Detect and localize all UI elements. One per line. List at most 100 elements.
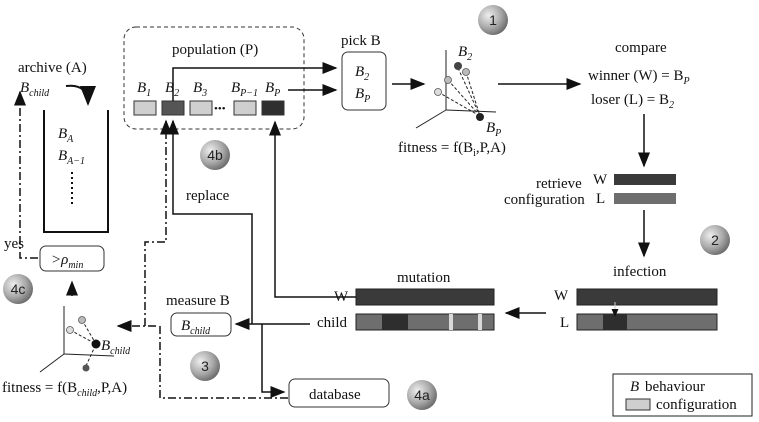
measure-title: measure B [166,293,230,309]
compare-loser: loser (L) = B2 [591,92,674,111]
novelty-point-child [91,339,101,349]
legend-b-symbol: B [630,379,639,395]
novelty-point-b [66,326,74,334]
infection-loser-bar [576,313,718,331]
arrow-replace [167,119,253,324]
archive-title: archive (A) [18,60,87,76]
population: population (P) B1 B2 B3 BP−1 BP ••• [123,26,305,130]
step-badge-2: 2 [700,225,730,255]
threshold-box [39,245,105,272]
population-cell-2 [161,100,185,116]
novelty-axis-x [39,353,65,373]
retrieve-loser-bar [614,193,676,204]
population-cell-p [261,100,285,116]
archive-entry-a: BA [58,126,74,145]
mutation-winner-bar [355,288,495,306]
step-circle-3 [190,351,220,381]
step-badge-4c: 4c [3,274,33,304]
novelty-axis-y [63,353,115,357]
tournament-plot: B2 BP fitness = f(Bi,P,A) [398,44,506,159]
compare-winner: winner (W) = BP [588,68,690,87]
measure: measure B Bchild [166,293,232,337]
step-label-4a: 4a [414,387,430,403]
archive-container [43,110,109,233]
population-cell-label-2: B2 [165,80,179,99]
threshold-yes: yes [4,236,24,252]
population-cell-label-p1: BP−1 [231,80,258,99]
tournament-axis-x [415,109,447,129]
pick-item-2: BP [355,86,370,105]
population-boundary [123,26,305,130]
database-box [288,378,390,408]
compare: compare winner (W) = BP loser (L) = B2 [588,40,690,111]
population-cell-label-3: B3 [193,80,207,99]
infection-transfer-segment [603,314,627,330]
tournament-link-4 [465,71,481,117]
tournament-point-b2 [454,62,462,70]
tournament-point-c [434,88,442,96]
tournament-point-bp [476,113,484,121]
novelty-label-bchild: Bchild [101,338,131,357]
population-title: population (P) [172,42,258,58]
step-badge-4b: 4b [200,140,230,170]
step-label-4b: 4b [207,147,223,163]
tournament-point-b [444,76,452,84]
infection-w-label: W [554,288,569,304]
population-cell-label-p: BP [265,80,280,99]
arrow-to-database [261,324,286,398]
infection-l-label: L [560,315,569,331]
novelty-point-c [82,364,90,372]
infection-winner-bar [576,288,718,306]
tournament-fitness: fitness = f(Bi,P,A) [398,140,506,159]
tournament-axis-y [445,109,497,113]
archive-insert-arrow [65,84,96,106]
tournament-link-1 [457,67,481,117]
population-ellipsis: ••• [214,103,226,115]
step-badge-1: 1 [478,5,508,35]
archive-bchild: Bchild [20,80,50,99]
step-label-4c: 4c [11,281,26,297]
step-circle-4c [3,274,33,304]
pick-item-1: B2 [355,64,369,83]
mutation-title: mutation [397,270,451,286]
tournament-label-b2: B2 [458,44,472,63]
threshold: yes >ρmin [4,236,105,272]
measure-bchild: Bchild [181,318,211,337]
tournament-link-2 [437,91,481,117]
step-label-1: 1 [489,12,497,28]
novelty-point-a [78,316,86,324]
step-label-3: 3 [201,358,209,374]
path-novelty-to-database [159,326,289,399]
compare-title: compare [615,40,667,56]
infection-title: infection [613,264,667,280]
mutation-mutated-gene-2 [478,314,482,330]
replace-label: replace [186,188,230,204]
archive-entry-a1: BA−1 [58,148,85,167]
step-badge-3: 3 [190,351,220,381]
mutation-inherited-segment [382,314,408,330]
retrieve-w-label: W [593,172,608,188]
pick-box [341,51,387,111]
legend-b-text: behaviour [645,379,705,395]
step-badge-4a: 4a [407,380,437,410]
measure-box [170,312,232,337]
archive: archive (A) Bchild BA BA−1 [18,60,109,233]
arrow-pick-b2 [172,62,338,101]
mutation: mutation W child [317,270,495,331]
legend-config-swatch [625,398,651,411]
population-cell-1 [133,100,157,116]
mutation-child-label: child [317,315,347,331]
pick-b: pick B B2 BP [341,33,387,111]
step-circle-2 [700,225,730,255]
arrow-winner-retained [269,120,356,298]
population-cell-p1 [233,100,257,116]
population-cell-3 [189,100,213,116]
retrieve-l-label: L [596,191,605,207]
pick-title: pick B [341,33,381,49]
retrieve-line1: retrieve [536,176,582,192]
population-cell-label-1: B1 [137,80,151,99]
legend: B behaviour configuration [612,373,753,417]
retrieve: retrieve configuration W L [504,172,676,208]
